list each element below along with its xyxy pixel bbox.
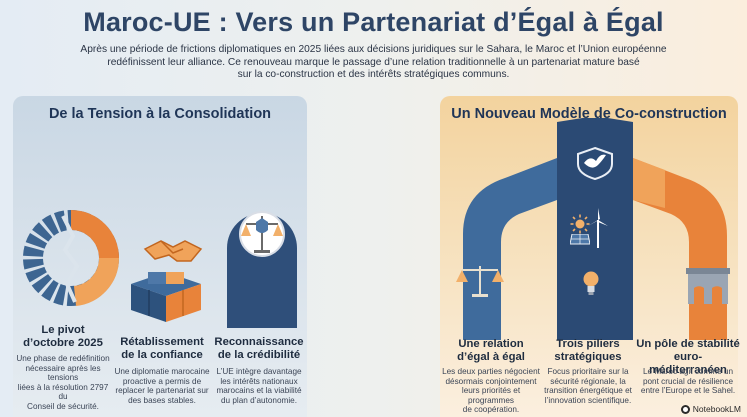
title-line: stratégiques <box>554 350 622 363</box>
solar-panel-icon <box>570 234 590 245</box>
intro-line: redéfinissent leur alliance. Ce renouvea… <box>107 56 640 68</box>
scales-of-justice-icon <box>456 266 504 297</box>
column-title: Le pivot d’octobre 2025 <box>13 324 113 350</box>
text-line: Conseil de sécurité. <box>27 401 99 411</box>
text-line: replacer le partenariat sur <box>115 386 209 396</box>
intro-line: Après une période de frictions diplomati… <box>80 44 667 55</box>
wind-turbine-icon <box>588 208 608 248</box>
text-line: marocains et la viabilité <box>216 386 302 396</box>
aqueduct-bridge-icon <box>686 268 730 304</box>
lightbulb-icon <box>583 271 599 295</box>
column-text: Les deux parties négocient désormais con… <box>442 367 540 415</box>
text-line: L’UE intègre davantage <box>216 367 302 376</box>
text-line: des bases stables. <box>128 395 196 405</box>
text-line: les intérêts nationaux <box>220 376 298 386</box>
title-line: de la confiance <box>121 348 203 361</box>
text-line: transition énergétique et <box>544 386 632 396</box>
title-line: d’égal à égal <box>457 350 525 363</box>
column-title: Reconnaissance de la crédibilité <box>211 336 307 362</box>
column-text: Focus prioritaire sur la sécurité région… <box>540 367 636 405</box>
text-line: Une phase de redéfinition <box>16 354 110 363</box>
text-line: Une diplomatie marocaine <box>114 367 210 376</box>
title-line: euro-méditerranéen <box>649 350 727 376</box>
title-line: Reconnaissance <box>214 336 304 348</box>
column-title: Une relation d’égal à égal <box>442 338 540 364</box>
title-line: Rétablissement <box>120 336 204 348</box>
text-line: pont crucial de résilience <box>642 376 734 386</box>
dove-icon <box>584 154 606 168</box>
title-line: Un pôle de stabilité <box>636 338 740 350</box>
text-line: l’innovation scientifique. <box>544 395 632 405</box>
page-title: Maroc-UE : Vers un Partenariat d’Égal à … <box>83 7 664 37</box>
title-line: Une relation <box>458 338 524 350</box>
broken-ring-icon <box>23 210 120 306</box>
cube-blocks-icon <box>131 272 201 322</box>
column-title: Un pôle de stabilité euro-méditerranéen <box>636 338 740 376</box>
column-title: Rétablissement de la confiance <box>113 336 211 362</box>
column-text: Une phase de redéfinition nécessaire apr… <box>13 354 113 412</box>
text-line: sécurité régionale, la <box>550 376 626 386</box>
intro-paragraph: Après une période de frictions diplomati… <box>70 44 677 82</box>
text-line: liées à la résolution 2797 du <box>17 382 109 402</box>
column-text: Une diplomatie marocaine proactive a per… <box>113 367 211 405</box>
scales-of-justice-icon <box>227 211 297 328</box>
title-line: de la crédibilité <box>217 348 301 361</box>
sun-icon <box>570 214 590 234</box>
text-line: proactive a permis de <box>122 376 202 386</box>
intro-line: sur la co-construction et des intérêts s… <box>237 69 510 81</box>
notebooklm-logo-icon <box>680 404 690 414</box>
text-line: leurs priorités et programmes <box>461 386 521 405</box>
title-line: d’octobre 2025 <box>23 336 103 349</box>
title-line: Le pivot <box>41 324 85 336</box>
panel-title-left: De la Tension à la Consolidation <box>48 106 272 122</box>
text-line: désormais conjointement <box>445 376 537 386</box>
notebooklm-brand: NotebookLM <box>680 404 741 414</box>
column-text: Le Maroc agit comme un pont crucial de r… <box>636 367 740 396</box>
panel-title-right: Un Nouveau Modèle de Co-construction <box>451 106 727 122</box>
title-line: Trois piliers <box>556 338 620 350</box>
text-line: Le Maroc agit comme un <box>642 367 734 376</box>
column-title: Trois piliers stratégiques <box>540 338 636 364</box>
text-line: Les deux parties négocient <box>442 367 540 376</box>
text-line: entre l’Europe et le Sahel. <box>640 386 736 396</box>
brand-label: NotebookLM <box>692 404 741 414</box>
text-line: de coopération. <box>462 405 520 415</box>
text-line: du plan d’autonomie. <box>220 395 298 405</box>
tension-panel: De la Tension à la Consolidation Le piv <box>13 96 307 417</box>
handshake-icon <box>143 240 203 262</box>
column-text: L’UE intègre davantage les intérêts nati… <box>211 367 307 405</box>
text-line: Focus prioritaire sur la <box>547 367 629 376</box>
text-line: nécessaire après les tensions <box>25 363 101 383</box>
